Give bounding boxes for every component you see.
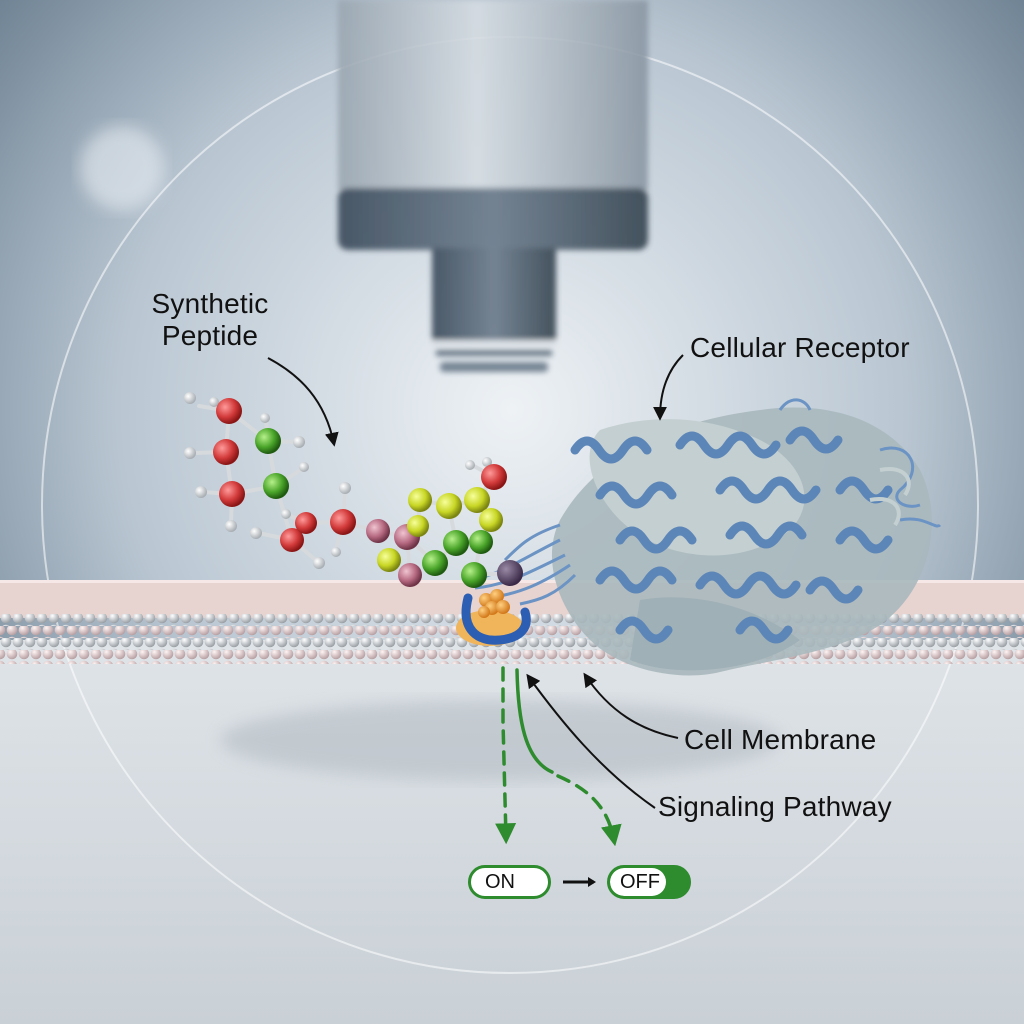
off-switch[interactable]: OFF bbox=[607, 865, 691, 899]
on-switch[interactable]: ON bbox=[468, 865, 551, 899]
bokeh-light bbox=[80, 126, 164, 210]
off-switch-label: OFF bbox=[620, 871, 660, 893]
synthetic-peptide-label-line2: Peptide bbox=[161, 320, 259, 351]
signaling-pathway-label: Signaling Pathway bbox=[658, 791, 892, 822]
lower-background bbox=[0, 640, 1024, 1024]
switch-arrow bbox=[563, 877, 596, 887]
annotation-arrows bbox=[267, 354, 684, 809]
off-switch-knob bbox=[610, 868, 666, 896]
cell-membrane-label: Cell Membrane bbox=[684, 724, 877, 755]
membrane-arrow bbox=[583, 672, 679, 739]
synthetic-peptide bbox=[184, 392, 523, 588]
on-switch-label: ON bbox=[485, 871, 515, 893]
peptide-arrow bbox=[267, 357, 339, 447]
receptor-arrow bbox=[653, 354, 684, 421]
binding-site bbox=[456, 589, 531, 646]
signal-path-on bbox=[495, 666, 517, 845]
microscope-objective bbox=[338, 0, 648, 372]
synthetic-peptide-label-line1: Synthetic bbox=[151, 288, 269, 319]
signal-path-off bbox=[515, 668, 554, 774]
signal-path-off-dashed bbox=[556, 774, 622, 847]
signaling-arrow bbox=[526, 673, 656, 809]
cellular-receptor bbox=[469, 398, 942, 676]
lens-shadow bbox=[220, 700, 780, 780]
cellular-receptor-label: Cellular Receptor bbox=[690, 332, 910, 363]
signaling-paths bbox=[495, 666, 622, 847]
synthetic-peptide-label: Synthetic Peptide bbox=[130, 288, 290, 352]
